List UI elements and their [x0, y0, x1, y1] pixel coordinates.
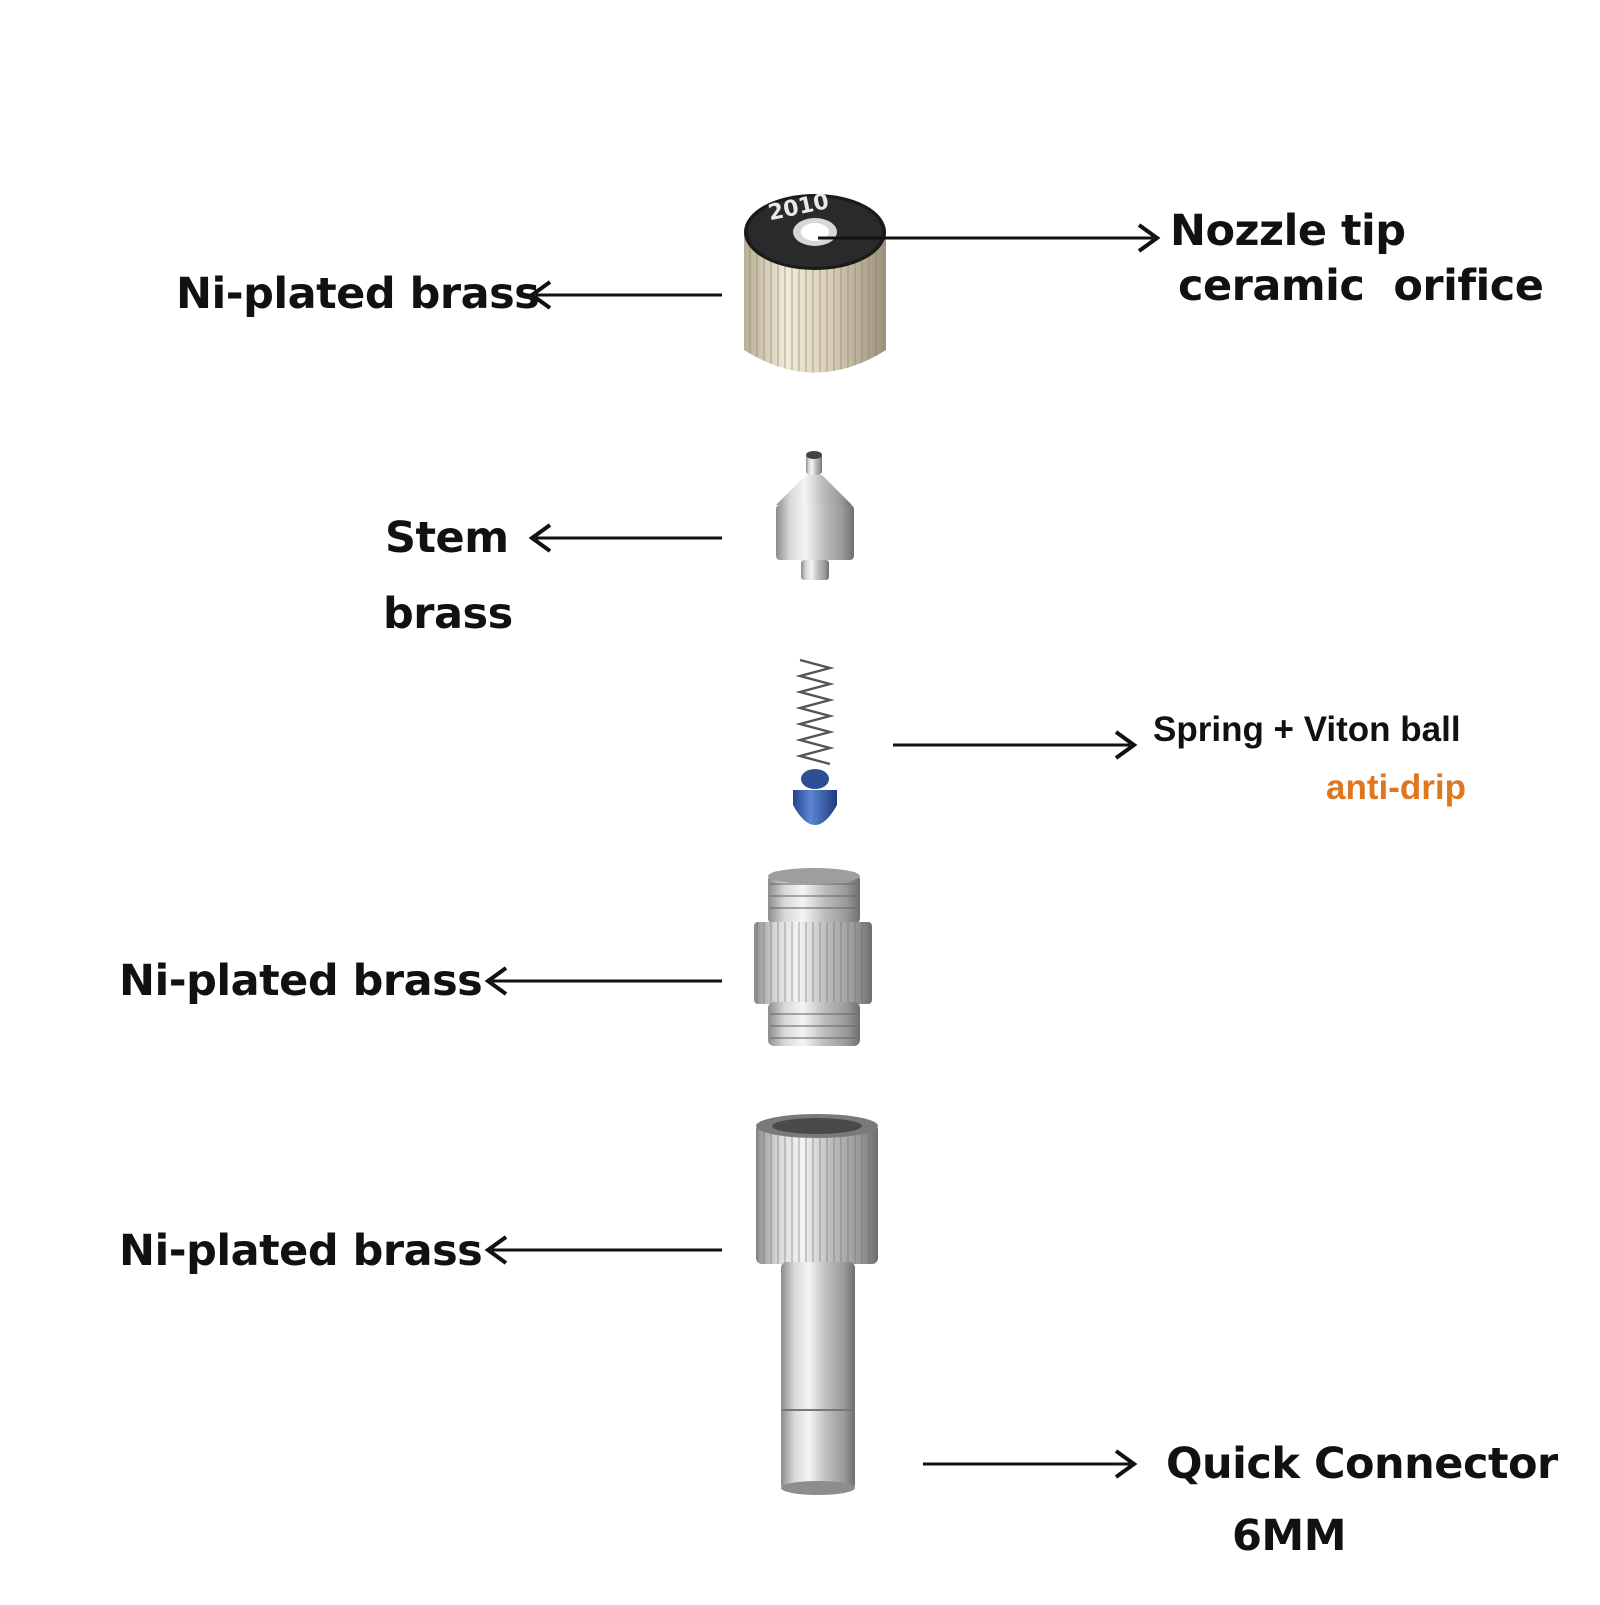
label-connector-material: Ni-plated brass	[119, 1226, 483, 1276]
spring-part	[793, 658, 837, 825]
arrow-connector-left	[484, 1235, 722, 1265]
arrow-stem-left	[528, 523, 722, 553]
body-part	[754, 868, 872, 1046]
label-stem: Stem	[385, 513, 509, 563]
arrow-cap-left	[528, 280, 722, 310]
stem-part	[776, 451, 854, 580]
label-cap-material: Ni-plated brass	[176, 269, 540, 319]
label-6mm: 6MM	[1232, 1511, 1347, 1561]
label-quick-connector: Quick Connector	[1166, 1439, 1558, 1489]
connector-part	[756, 1114, 878, 1495]
label-nozzle-tip: Nozzle tip	[1170, 206, 1406, 256]
arrow-tip-right	[818, 223, 1161, 253]
label-anti-drip: anti-drip	[1326, 768, 1466, 807]
viton-ball	[793, 790, 837, 825]
label-stem-material: brass	[383, 589, 513, 639]
nozzle-cap: 2010	[744, 189, 886, 373]
label-spring: Spring + Viton ball	[1153, 710, 1461, 749]
arrow-connector-right	[923, 1449, 1138, 1479]
label-body-material: Ni-plated brass	[119, 956, 483, 1006]
arrow-body-left	[484, 966, 722, 996]
label-ceramic-orifice: ceramic orifice	[1178, 261, 1544, 311]
arrow-spring-right	[893, 730, 1138, 760]
